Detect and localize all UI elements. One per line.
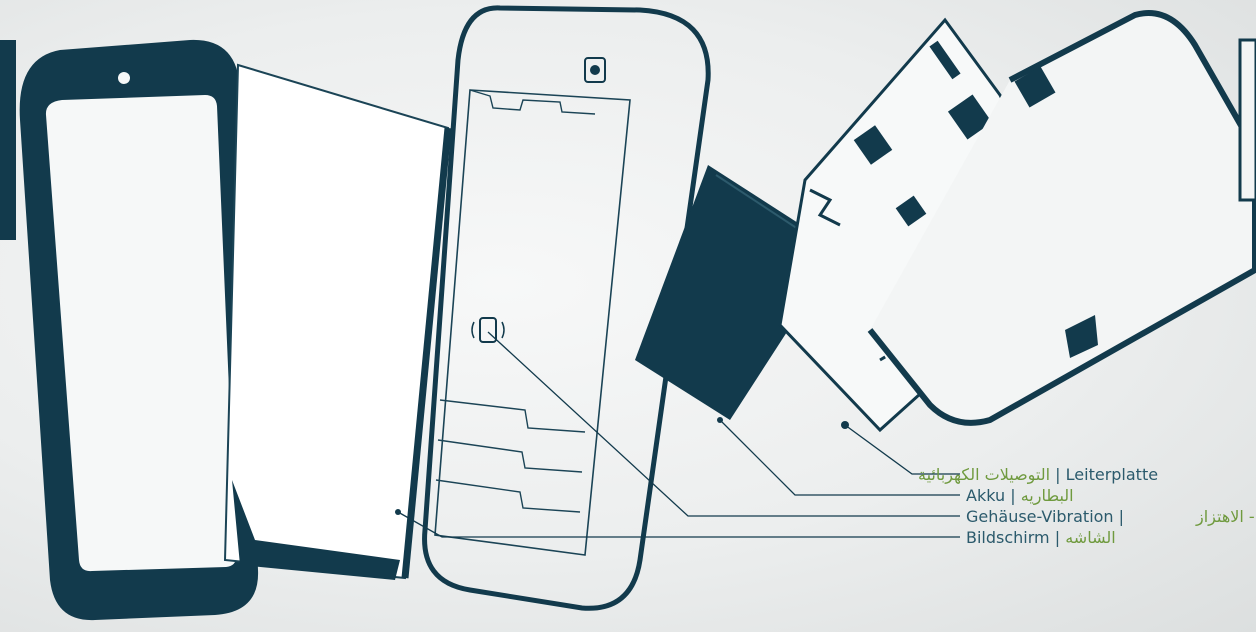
label-circuit-board: التوصيلات الكهربائية | Leiterplatte: [918, 465, 1158, 485]
label-separator: |: [1010, 486, 1015, 505]
camera-icon: [118, 72, 130, 84]
label-vibration: ب - الاهتزاز: [1196, 507, 1256, 527]
label-separator: |: [1055, 465, 1060, 484]
label-battery: Akku | البطاريه: [966, 486, 1074, 506]
label-screen-german: Bildschirm: [966, 528, 1050, 547]
label-circuit-board-arabic: التوصيلات الكهربائية: [918, 465, 1050, 484]
label-vibration-arabic: ب - الاهتزاز: [1196, 507, 1256, 526]
label-circuit-board-german: Leiterplatte: [1066, 465, 1158, 484]
vibration-motor-icon: [480, 318, 496, 342]
label-separator: |: [1055, 528, 1060, 547]
label-battery-arabic: البطاريه: [1021, 486, 1074, 505]
label-vibration-german-group: Gehäuse-Vibration |: [966, 507, 1124, 527]
label-battery-german: Akku: [966, 486, 1005, 505]
label-separator: |: [1119, 507, 1124, 526]
label-screen-arabic: الشاشه: [1065, 528, 1115, 547]
label-vibration-german: Gehäuse-Vibration: [966, 507, 1114, 526]
front-bezel: [20, 40, 258, 620]
display-panel: [225, 65, 448, 580]
edge-fragment-left: [0, 40, 16, 240]
label-screen: Bildschirm | الشاشه: [966, 528, 1116, 548]
